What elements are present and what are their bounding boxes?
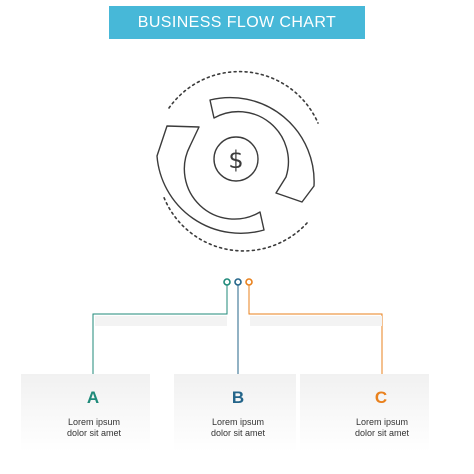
card-divider: [171, 374, 174, 466]
step-description-line1: Lorem ipsum: [355, 417, 409, 427]
dollar-symbol-icon: $: [228, 146, 243, 174]
circular-arrow-upper-icon: [209, 96, 315, 203]
card-divider: [296, 374, 300, 466]
connector-shadow-left: [95, 316, 227, 326]
connector-line-c: [248, 285, 383, 374]
connector-dot-c: [245, 278, 253, 286]
step-description-c: Lorem ipsum dolor sit amet: [332, 417, 432, 439]
step-description-line2: dolor sit amet: [354, 428, 410, 438]
step-description-line1: Lorem ipsum: [67, 417, 121, 427]
connector-dot-a: [223, 278, 231, 286]
step-letter-a: A: [86, 388, 100, 407]
step-card-c: [300, 374, 429, 466]
step-description-a: Lorem ipsum dolor sit amet: [44, 417, 144, 439]
step-description-line2: dolor sit amet: [66, 428, 122, 438]
title-banner: BUSINESS FLOW CHART: [109, 6, 365, 39]
step-description-b: Lorem ipsum dolor sit amet: [188, 417, 288, 439]
connector-dot-b: [234, 278, 242, 286]
dotted-ring-top-icon: [168, 70, 319, 124]
connector-shadow-right: [250, 316, 382, 326]
step-letter-b: B: [231, 388, 245, 407]
title-banner-bg: [109, 6, 365, 39]
step-card-a: [21, 374, 150, 466]
circular-arrow-lower-icon: [156, 125, 265, 234]
coin-icon: [213, 136, 259, 182]
step-card-b: [174, 374, 303, 466]
step-description-line1: Lorem ipsum: [211, 417, 265, 427]
page-title: BUSINESS FLOW CHART: [137, 13, 337, 31]
step-description-line2: dolor sit amet: [210, 428, 266, 438]
dotted-ring-bottom-icon: [162, 194, 308, 252]
step-letter-c: C: [374, 388, 388, 407]
connector-line-a: [92, 285, 228, 374]
money-exchange-cycle-icon: [156, 70, 319, 252]
